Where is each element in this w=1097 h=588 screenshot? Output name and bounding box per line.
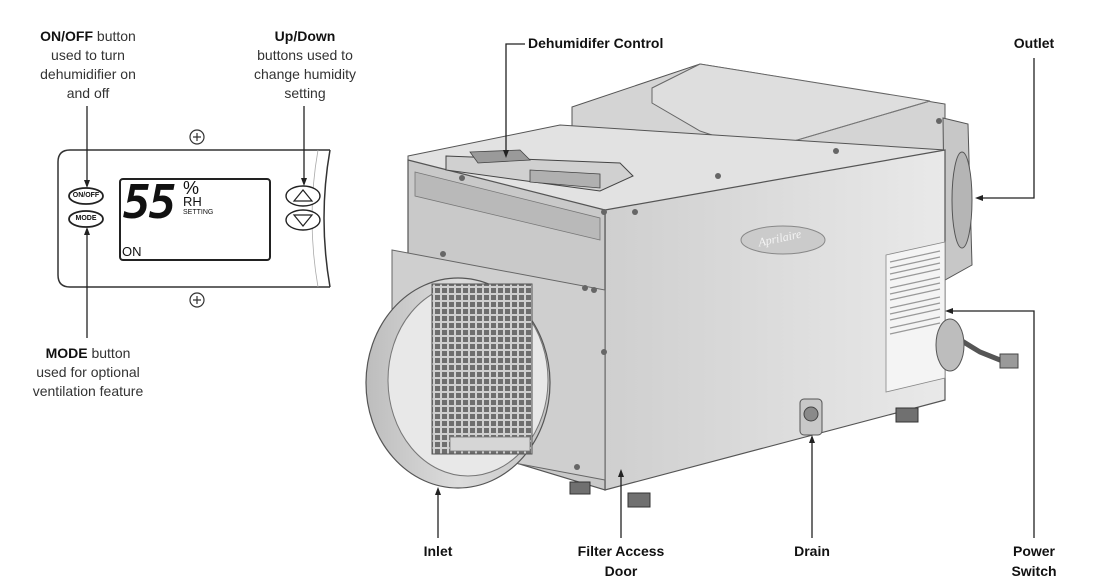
control-panel (57, 106, 331, 338)
onoff-callout: ON/OFF button used to turn dehumidifier … (20, 27, 156, 103)
lcd-display (119, 178, 271, 261)
inlet-label: Inlet (423, 543, 453, 559)
onoff-button-label: ON/OFF (72, 192, 100, 199)
mode-callout-rest: button (87, 345, 131, 361)
updown-callout-line3: change humidity (254, 66, 356, 82)
up-arrow-icon (292, 189, 314, 202)
status-on: ON (122, 244, 142, 259)
mode-callout-bold: MODE (45, 345, 88, 361)
power-label-line1: Power (1012, 543, 1055, 559)
mode-callout-line3: ventilation feature (32, 383, 144, 399)
filter-access-door-label: Filter Access Door (561, 541, 681, 581)
filter-label-line1: Filter Access (577, 543, 665, 559)
arrowheads (435, 150, 983, 495)
drain-label: Drain (794, 543, 830, 559)
power-label-line2: Switch (1011, 563, 1057, 579)
down-arrow-icon (292, 214, 314, 227)
control-label: Dehumidifer Control (528, 35, 664, 51)
leader-lines (437, 43, 1035, 538)
humidity-value: 55 (123, 175, 176, 229)
mode-button-label: MODE (75, 215, 97, 222)
mode-callout-line2: used for optional (36, 364, 140, 380)
outlet-label: Outlet (1013, 35, 1055, 51)
onoff-button (68, 187, 104, 205)
updown-callout-bold: Up/Down (274, 28, 336, 44)
updown-callout-line2: buttons used to (257, 47, 353, 63)
onoff-callout-rest: button (93, 28, 136, 44)
onoff-callout-line2: used to turn (51, 47, 125, 63)
onoff-callout-line3: dehumidifier on (40, 66, 136, 82)
brand-logo (740, 225, 826, 255)
rh-unit: RH (183, 194, 202, 209)
updown-callout: Up/Down buttons used to change humidity … (240, 27, 370, 103)
mode-button (68, 210, 104, 228)
onoff-callout-line4: and off (66, 85, 110, 101)
filter-label-line2: Door (604, 563, 638, 579)
updown-callout-line4: setting (284, 85, 326, 101)
onoff-callout-bold: ON/OFF (40, 28, 94, 44)
mode-callout: MODE button used for optional ventilatio… (20, 344, 156, 401)
power-switch-label: Power Switch (999, 541, 1069, 581)
setting-label: SETTING (183, 209, 214, 216)
dehumidifier-unit (365, 63, 1019, 508)
percent-sign: % (183, 178, 200, 198)
inlet-grill (431, 283, 533, 455)
